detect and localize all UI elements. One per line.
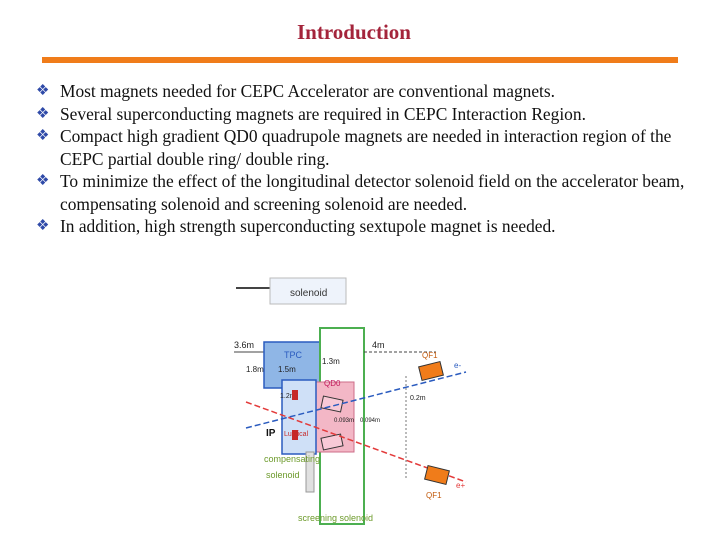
diamond-bullet-icon: ❖ bbox=[36, 83, 50, 99]
bullet-text: Most magnets needed for CEPC Accelerator… bbox=[60, 81, 555, 101]
slide-title: Introduction bbox=[297, 20, 411, 44]
bullet-item: ❖ Compact high gradient QD0 quadrupole ma… bbox=[36, 125, 686, 170]
bullet-list: ❖ Most magnets needed for CEPC Accelerato… bbox=[36, 80, 686, 238]
qd0-magnet-bottom bbox=[320, 433, 344, 451]
lumical-block-bottom bbox=[292, 430, 298, 440]
title-underline bbox=[42, 57, 678, 63]
half-height-label: 1.8m bbox=[246, 365, 264, 374]
ir-layout-svg: solenoid 3.6m TPC 1.5m 1.8m 1.3m 4m QD0 … bbox=[234, 277, 467, 525]
gap-label: 0.2m bbox=[410, 395, 426, 402]
beam-line-electron bbox=[245, 371, 467, 429]
solenoid-label: solenoid bbox=[290, 288, 327, 299]
diamond-bullet-icon: ❖ bbox=[36, 218, 50, 234]
diamond-bullet-icon: ❖ bbox=[36, 105, 50, 122]
qf1-bottom-label: QF1 bbox=[426, 491, 442, 500]
right-length-label: 1.3m bbox=[322, 357, 340, 366]
compensating-label-1: compensating bbox=[264, 454, 320, 464]
screening-solenoid-label: screening solenoid bbox=[298, 513, 373, 523]
tpc-length-label: 1.5m bbox=[278, 365, 296, 374]
tpc-label: TPC bbox=[284, 350, 303, 360]
ecal-length-label: 1.2m bbox=[280, 393, 296, 400]
beam-line-positron bbox=[245, 401, 467, 483]
bullet-item: ❖ Several superconducting magnets are req… bbox=[36, 103, 686, 126]
ip-label: IP bbox=[266, 428, 276, 439]
qf1-magnet-bottom bbox=[424, 464, 450, 486]
diamond-bullet-icon: ❖ bbox=[36, 128, 50, 144]
qd0-label: QD0 bbox=[324, 379, 341, 388]
compensating-solenoid-block bbox=[305, 451, 315, 493]
detector-height-label: 3.6m bbox=[234, 340, 254, 350]
distance-label-1: 0.093m bbox=[334, 418, 354, 424]
bullet-text: To minimize the effect of the longitudin… bbox=[60, 171, 685, 214]
compensating-label-2: solenoid bbox=[266, 470, 300, 480]
qf1-magnet-top bbox=[418, 360, 444, 382]
beam-top-label: e- bbox=[454, 361, 461, 370]
ir-layout-diagram: solenoid 3.6m TPC 1.5m 1.8m 1.3m 4m QD0 … bbox=[226, 272, 476, 528]
bullet-item: ❖ In addition, high strength superconduct… bbox=[36, 215, 686, 238]
bullet-item: ❖ Most magnets needed for CEPC Accelerato… bbox=[36, 80, 686, 103]
beam-bottom-label: e+ bbox=[456, 481, 465, 490]
bullet-item: ❖ To minimize the effect of the longitudi… bbox=[36, 170, 686, 215]
lumical-label: Lumical bbox=[284, 431, 309, 438]
distance-label-2: 0.094m bbox=[360, 418, 380, 424]
bullet-text: Compact high gradient QD0 quadrupole mag… bbox=[60, 126, 672, 169]
bullet-text: Several superconducting magnets are requ… bbox=[60, 103, 586, 124]
solenoid-box bbox=[269, 277, 347, 305]
inner-detector-box bbox=[281, 379, 317, 455]
span-label: 4m bbox=[372, 340, 385, 350]
diamond-bullet-icon: ❖ bbox=[36, 173, 50, 189]
lumical-block-top bbox=[292, 390, 298, 400]
bullet-text: In addition, high strength superconducti… bbox=[60, 216, 556, 236]
qf1-top-label: QF1 bbox=[422, 351, 438, 360]
